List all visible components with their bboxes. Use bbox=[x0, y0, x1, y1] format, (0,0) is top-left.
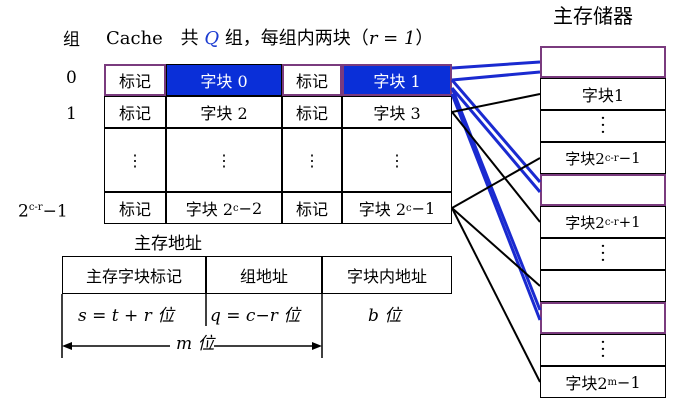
cache-tag-0b: 标记 bbox=[282, 64, 342, 96]
cache-block-2: 字块 2 bbox=[166, 96, 282, 128]
address-title: 主存地址 bbox=[134, 234, 202, 254]
mem-block-0: 字块0 bbox=[540, 46, 666, 78]
map-glast-to-block2cr-minus1 bbox=[451, 157, 541, 209]
cache-block-3: 字块 3 bbox=[342, 96, 452, 128]
cache-header-close: ） bbox=[415, 28, 434, 49]
mem-empty bbox=[540, 270, 666, 302]
cache-dots-b: ⋮ bbox=[166, 128, 282, 192]
map-g0-to-block2cr-b bbox=[450, 87, 542, 193]
mem-dots-3: ··· bbox=[540, 333, 666, 366]
mem-dots-1: ··· bbox=[540, 109, 666, 142]
map-g0-to-block2crp1 bbox=[450, 87, 542, 311]
address-width-tag: s = t + r 位 bbox=[78, 306, 175, 326]
cache-header-suffix: 组，每组内两块（ bbox=[224, 28, 369, 49]
cache-block-1: 字块 1 bbox=[342, 64, 452, 96]
mem-dots-2: ··· bbox=[540, 237, 666, 270]
address-field-tag: 主存字块标记 bbox=[62, 256, 206, 294]
address-width-group: q = c−r 位 bbox=[210, 306, 301, 326]
cache-tag-0a: 标记 bbox=[104, 64, 166, 96]
cache-dots-a: ⋮ bbox=[104, 128, 166, 192]
m-arrowhead-left bbox=[62, 342, 72, 350]
address-field-group: 组地址 bbox=[206, 256, 322, 294]
cache-header-text: Cache 共 Q 组，每组内两块（r = 1） bbox=[106, 29, 433, 49]
memory-title: 主存储器 bbox=[553, 4, 633, 28]
map-glast-to-blocklast bbox=[451, 207, 541, 383]
cache-tag-last-a: 标记 bbox=[104, 192, 166, 224]
m-arrowhead-right bbox=[312, 342, 322, 350]
cache-tag-1b: 标记 bbox=[282, 96, 342, 128]
map-g1-to-block2cr-plus1 bbox=[451, 111, 541, 223]
cache-dots-d: ⋮ bbox=[342, 128, 452, 192]
address-total-width: m 位 bbox=[172, 334, 219, 354]
group-column-label: 组 bbox=[63, 30, 80, 50]
cache-tag-1a: 标记 bbox=[104, 96, 166, 128]
cache-block-0: 字块 0 bbox=[166, 64, 282, 96]
r-equation: r = 1 bbox=[368, 28, 416, 49]
cache-word: Cache bbox=[106, 28, 163, 49]
row-label-1: 1 bbox=[66, 104, 77, 124]
cache-tag-last-b: 标记 bbox=[282, 192, 342, 224]
map-g0-to-block0-bottom bbox=[451, 70, 541, 82]
address-width-offset: b 位 bbox=[368, 306, 402, 326]
cache-dots-c: ⋮ bbox=[282, 128, 342, 192]
map-g0-to-block0-top bbox=[451, 60, 541, 70]
mem-block-1: 字块1 bbox=[540, 78, 666, 110]
row-label-last: 2c-r−1 bbox=[18, 201, 68, 222]
map-glast-to-empty bbox=[451, 207, 541, 287]
q-symbol: Q bbox=[204, 28, 220, 49]
address-field-offset: 字块内地址 bbox=[322, 256, 452, 294]
map-g0-to-block2cr bbox=[450, 79, 542, 183]
row-label-0: 0 bbox=[66, 68, 77, 88]
map-g1-to-block1 bbox=[451, 93, 541, 113]
cache-header-prefix: 共 bbox=[180, 28, 199, 49]
